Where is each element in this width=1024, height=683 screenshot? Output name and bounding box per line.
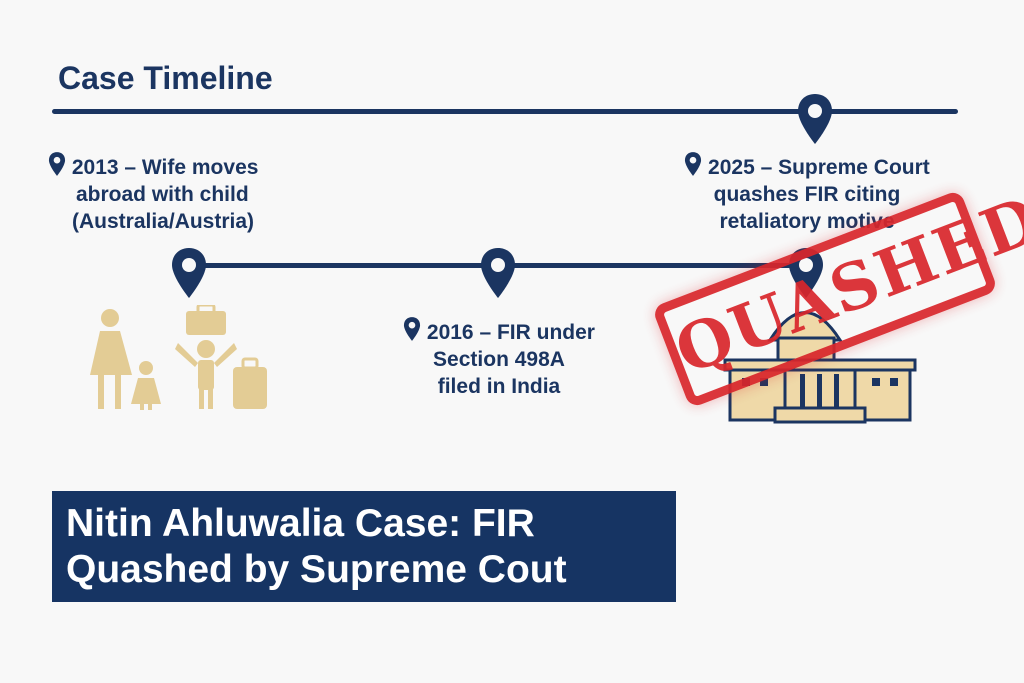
map-pin-icon [789, 248, 823, 298]
map-pin-icon [481, 248, 515, 298]
event-2025: 2025 – Supreme Court quashes FIR citing … [662, 151, 952, 235]
event-text: (Australia/Austria) [72, 210, 255, 233]
page-title: Case Timeline [58, 60, 273, 96]
event-2016: 2016 – FIR under Section 498A filed in I… [384, 316, 614, 400]
top-timeline-line [52, 109, 958, 114]
headline-line-2: Quashed by Supreme Cout [66, 548, 567, 591]
event-text: 2016 – FIR under [426, 321, 595, 344]
event-text: filed in India [437, 375, 561, 398]
headline-line-1: Nitin Ahluwalia Case: FIR [66, 502, 535, 545]
event-text: 2025 – Supreme Court [708, 156, 930, 179]
event-text: Section 498A [433, 348, 565, 371]
headline-banner: Nitin Ahluwalia Case: FIR Quashed by Sup… [52, 491, 676, 602]
map-pin-icon [798, 94, 832, 144]
map-pin-icon [685, 152, 702, 176]
map-pin-icon [172, 248, 206, 298]
event-text: retaliatory motive [719, 210, 895, 233]
event-text: quashes FIR citing [713, 183, 901, 206]
event-text: 2013 – Wife moves [71, 156, 259, 179]
event-2013: 2013 – Wife moves abroad with child (Aus… [48, 151, 258, 235]
map-pin-icon [48, 152, 66, 176]
map-pin-icon [403, 317, 421, 341]
event-text: abroad with child [76, 183, 249, 206]
family-travel-icon [90, 305, 267, 410]
supreme-court-building-icon [723, 311, 917, 424]
